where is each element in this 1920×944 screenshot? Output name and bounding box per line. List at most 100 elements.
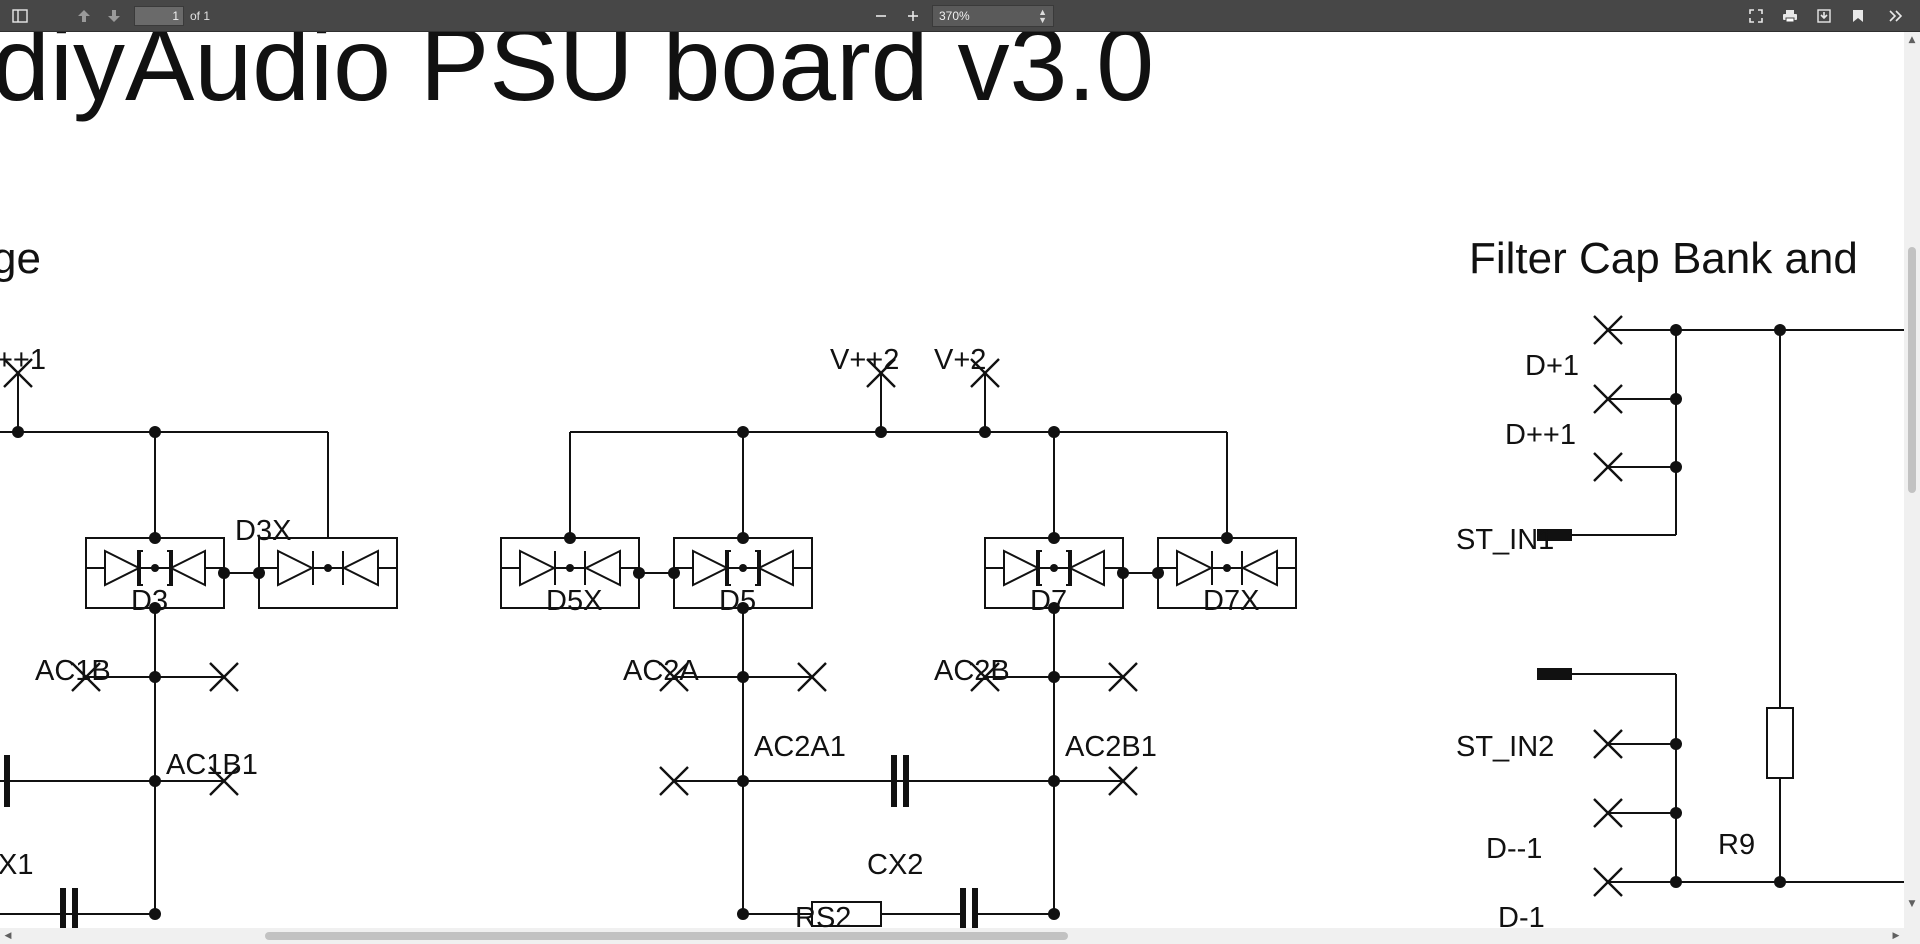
junction-dot [218,567,230,579]
print-button[interactable] [1778,4,1802,28]
junction-dot [564,532,576,544]
presentation-mode-button[interactable] [1744,4,1768,28]
horizontal-scroll-thumb[interactable] [265,932,1068,940]
junction-dot [12,426,24,438]
diode-pairs [85,549,1297,587]
unconnected-cross-icon [970,358,1000,388]
unconnected-cross-icon [209,662,239,692]
vertical-scroll-thumb[interactable] [1908,247,1916,493]
unconnected-cross-icon [1593,867,1623,897]
section-heading-left: ge [0,234,41,283]
junction-dot [1152,567,1164,579]
label-cx1: X1 [0,849,33,881]
junction-dot [1048,426,1060,438]
junction-dot [149,908,161,920]
label-d3: D3 [131,585,168,617]
arrow-down-icon [108,10,120,22]
junction-dot [149,532,161,544]
junction-dot [1670,876,1682,888]
double-chevron-right-icon [1889,10,1903,22]
zoom-select[interactable]: 370% ▲▼ [932,5,1054,27]
junction-dot [149,602,161,614]
label-ac2b1: AC2B1 [1065,731,1157,763]
junction-dot [1048,532,1060,544]
label-dpp1: D++1 [1505,419,1576,451]
scroll-down-arrow-icon[interactable]: ▼ [1908,899,1916,909]
junction-dot [737,775,749,787]
label-dp1: D+1 [1525,350,1579,382]
diode-pair-symbol [258,549,398,587]
page-count-label: of 1 [190,9,211,23]
tools-button[interactable] [1884,4,1908,28]
resistor-rs2-symbol [811,901,882,927]
label-vpp2: V++2 [830,344,899,376]
unconnected-cross-icon [209,766,239,796]
diode-pair-symbol [1157,549,1297,587]
zoom-out-button[interactable] [869,4,893,28]
unconnected-pin-markers [3,315,1623,897]
junction-dot [1774,876,1786,888]
unconnected-cross-icon [659,766,689,796]
label-d5x: D5X [546,585,602,617]
junction-dot [1048,602,1060,614]
junction-dot [737,532,749,544]
unconnected-cross-icon [1593,729,1623,759]
label-ac2b: AC2B [934,655,1010,687]
scroll-left-arrow-icon[interactable]: ◀ [4,931,12,941]
junction-dot [668,567,680,579]
previous-page-button[interactable] [72,4,96,28]
pdf-page-viewport: diyAudio PSU board v3.0 ge Filter Cap Ba… [0,32,1904,928]
label-vp2: V+2 [934,344,986,376]
label-d5: D5 [719,585,756,617]
label-ac2a1: AC2A1 [754,731,846,763]
junction-dot [1670,393,1682,405]
section-heading-right: Filter Cap Bank and [1469,234,1858,283]
pdf-toolbar: of 1 370% ▲▼ [0,0,1920,32]
label-d7: D7 [1030,585,1067,617]
junction-dot [1670,807,1682,819]
next-page-button[interactable] [102,4,126,28]
label-dm1: D-1 [1498,902,1545,928]
junction-dot [1670,738,1682,750]
unconnected-cross-icon [1108,662,1138,692]
sidebar-toggle-icon[interactable] [8,4,32,28]
schematic-page: diyAudio PSU board v3.0 ge Filter Cap Ba… [0,32,1904,928]
label-r9: R9 [1718,829,1755,861]
label-st-in2: ST_IN2 [1456,731,1554,763]
unconnected-cross-icon [1593,452,1623,482]
schematic-wires [0,329,1904,915]
download-button[interactable] [1812,4,1836,28]
junction-dot [1670,461,1682,473]
zoom-in-button[interactable] [901,4,925,28]
horizontal-scrollbar[interactable]: ◀ ▶ [0,928,1904,944]
junction-dot [737,671,749,683]
junction-dot [737,602,749,614]
unconnected-cross-icon [1593,798,1623,828]
label-vpp1: ++1 [0,344,46,376]
zoom-value: 370% [939,9,970,23]
diode-pair-symbol [500,549,640,587]
scroll-right-arrow-icon[interactable]: ▶ [1892,931,1900,941]
plus-icon [908,11,918,21]
diode-pair-symbol [984,549,1124,587]
unconnected-cross-icon [1108,766,1138,796]
bookmark-icon [1853,10,1863,22]
label-ac1b1: AC1B1 [166,749,258,781]
unconnected-cross-icon [797,662,827,692]
printer-icon [1783,10,1797,23]
vertical-scrollbar[interactable]: ▲ ▼ [1904,32,1920,928]
document-title: diyAudio PSU board v3.0 [0,32,1154,123]
bookmark-button[interactable] [1846,4,1870,28]
minus-icon [876,15,886,17]
page-number-input[interactable] [134,6,184,26]
label-cx2: CX2 [867,849,923,881]
unconnected-cross-icon [659,662,689,692]
label-rs2: RS2 [795,902,851,928]
net-labels: ++1 V++2 V+2 D3X D3 D5X D5 D7 D7X AC1B A… [0,344,1755,928]
label-d3x: D3X [235,515,291,547]
junction-dot [1117,567,1129,579]
junction-dot [149,671,161,683]
junction-dot [1670,324,1682,336]
scroll-up-arrow-icon[interactable]: ▲ [1908,35,1916,45]
junction-dot [1048,908,1060,920]
